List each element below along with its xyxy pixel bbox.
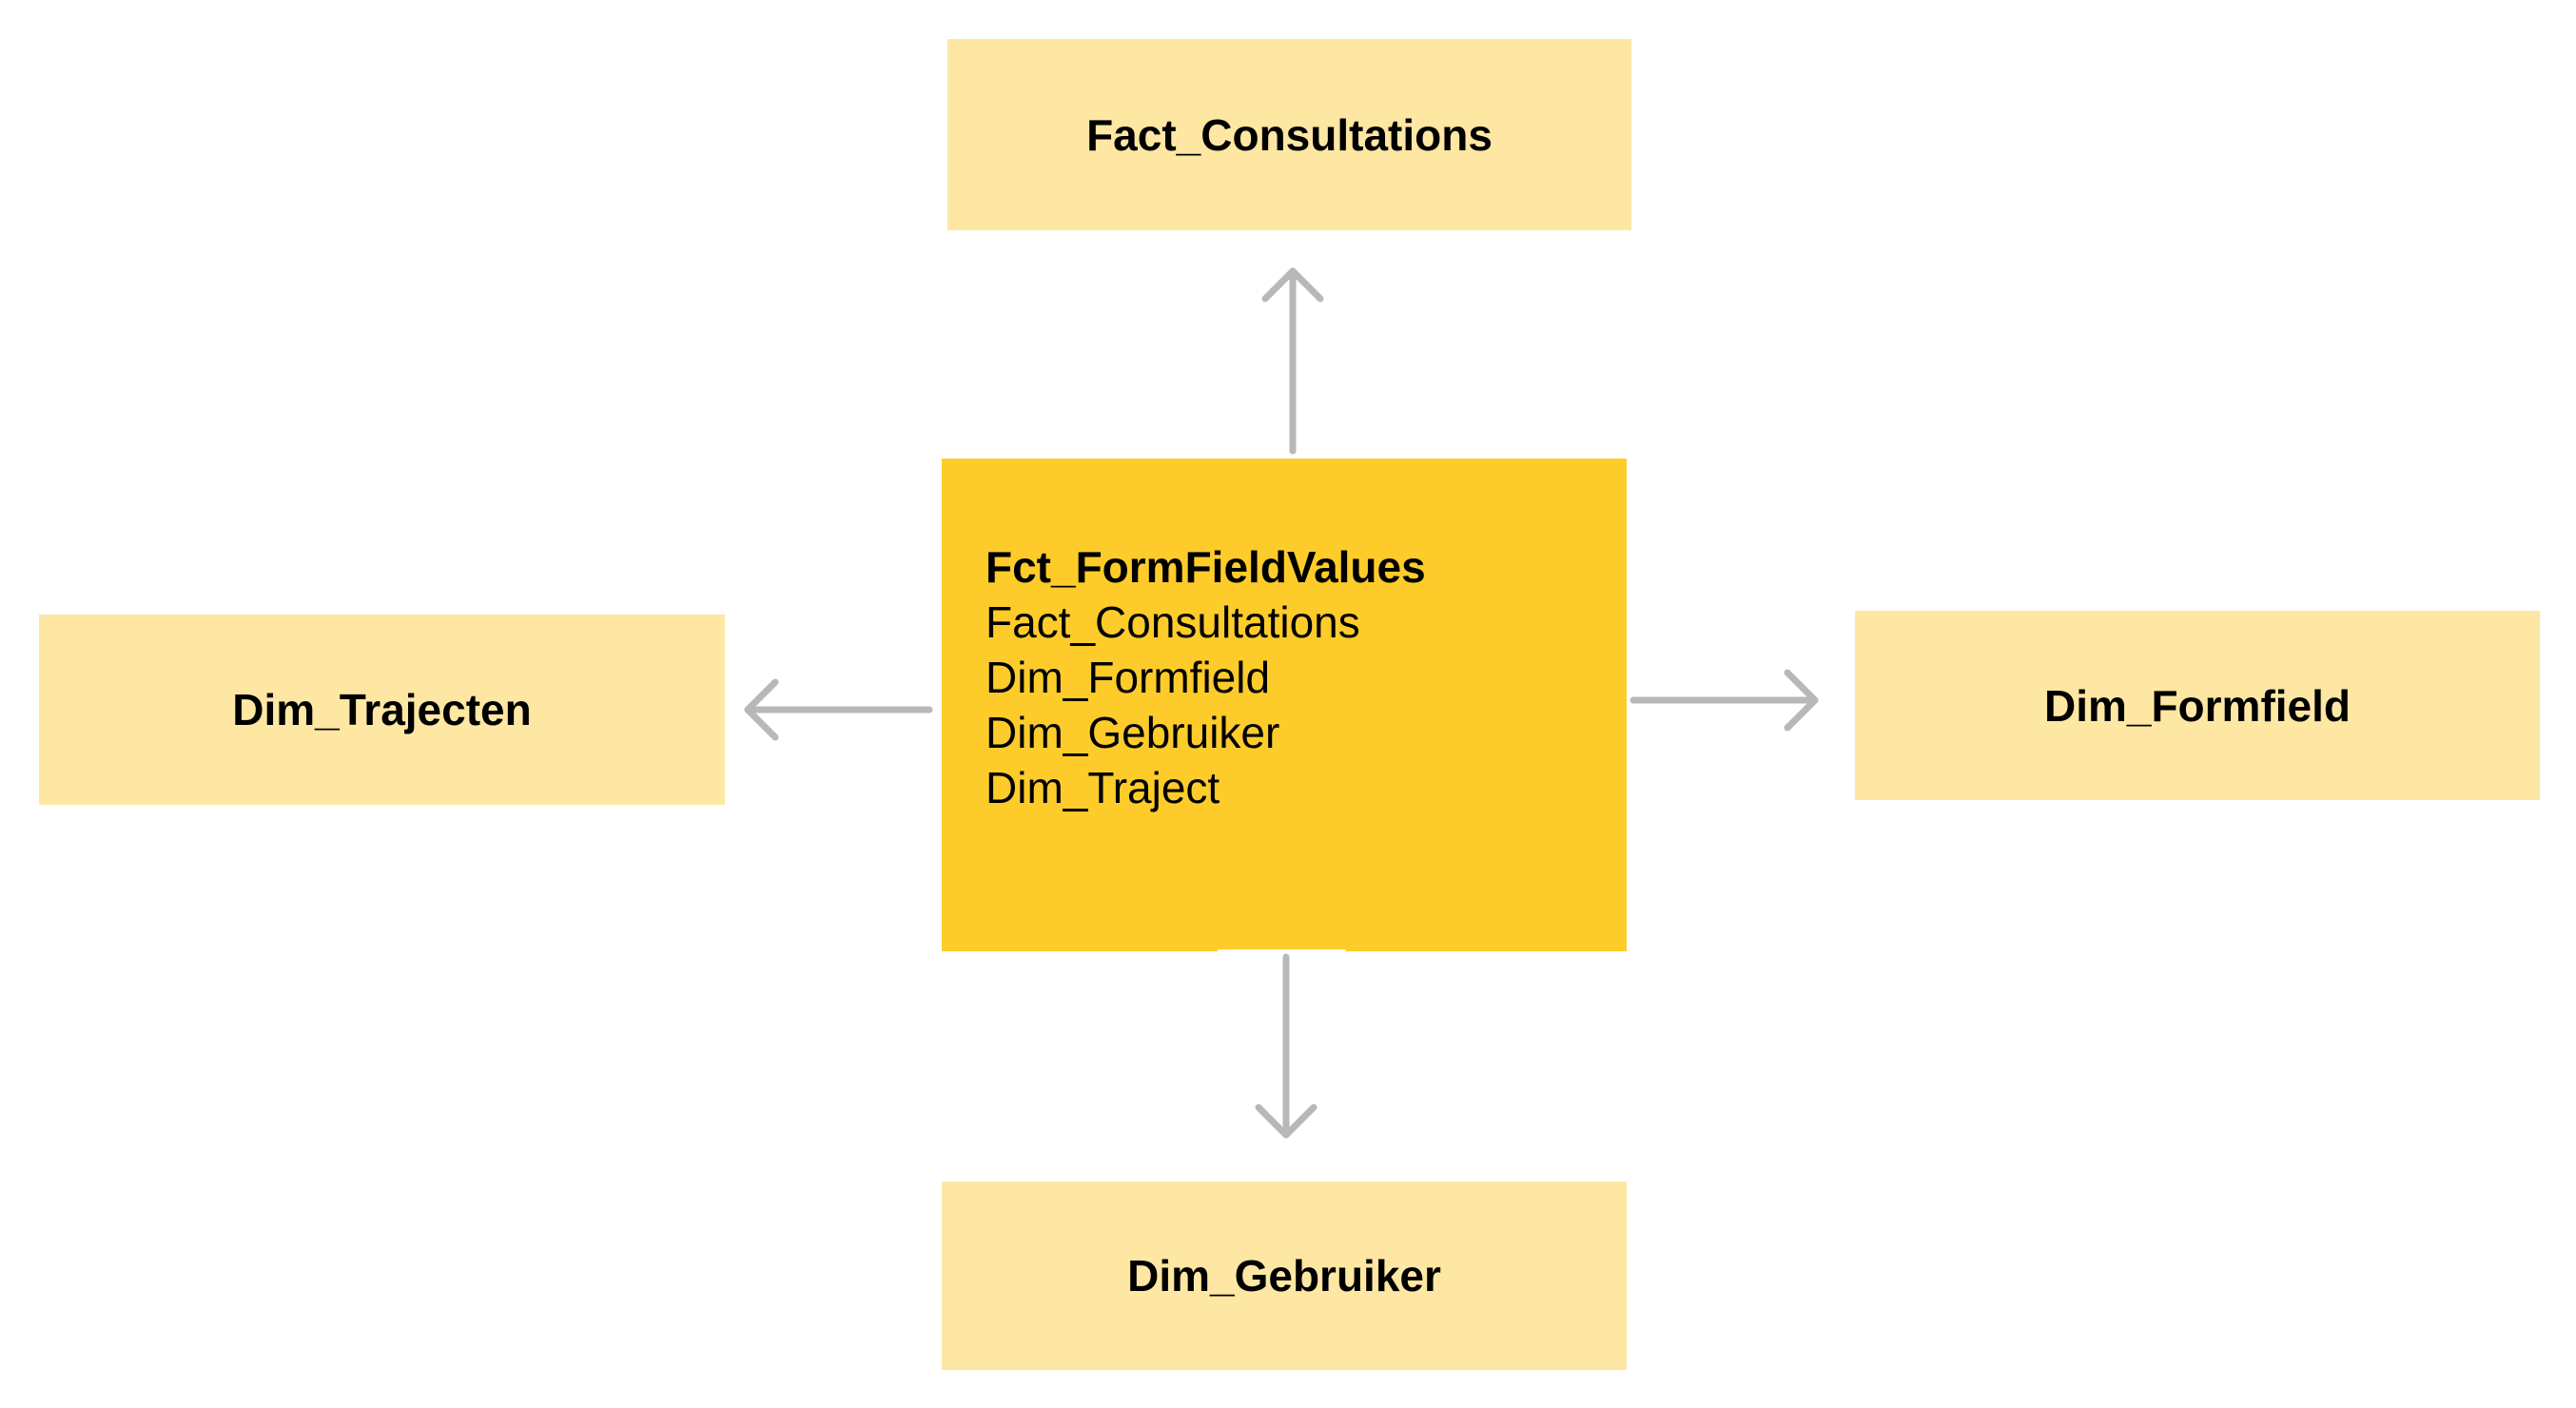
- relation-item: Dim_Formfield: [986, 653, 1271, 702]
- table-label: Dim_Formfield: [2043, 680, 2352, 731]
- table-dim-formfield[interactable]: Dim_Formfield: [1855, 611, 2540, 800]
- relation-item: Dim_Gebruiker: [986, 708, 1280, 757]
- arrow-right-icon: [1630, 669, 1819, 732]
- relation-item: Fact_Consultations: [986, 597, 1360, 647]
- table-label: Dim_Gebruiker: [1127, 1251, 1441, 1300]
- table-fct-formfieldvalues[interactable]: Fct_FormFieldValues Fact_Consultations D…: [942, 459, 1627, 951]
- central-table-content: Fct_FormFieldValues Fact_Consultations D…: [986, 539, 1426, 815]
- arrow-up-icon: [1261, 267, 1324, 455]
- table-dim-gebruiker[interactable]: Dim_Gebruiker: [942, 1182, 1627, 1370]
- arrow-left-icon: [744, 678, 933, 741]
- central-table-title: Fct_FormFieldValues: [986, 542, 1426, 592]
- arrow-down-icon: [1255, 953, 1317, 1139]
- table-dim-trajecten[interactable]: Dim_Trajecten: [39, 615, 725, 805]
- connector-gap: [1218, 949, 1346, 953]
- table-fact-consultations[interactable]: Fact_Consultations: [947, 39, 1631, 230]
- table-label: Fact_Consultations: [1086, 109, 1493, 160]
- relation-item: Dim_Traject: [986, 763, 1220, 812]
- table-label: Dim_Trajecten: [232, 685, 532, 734]
